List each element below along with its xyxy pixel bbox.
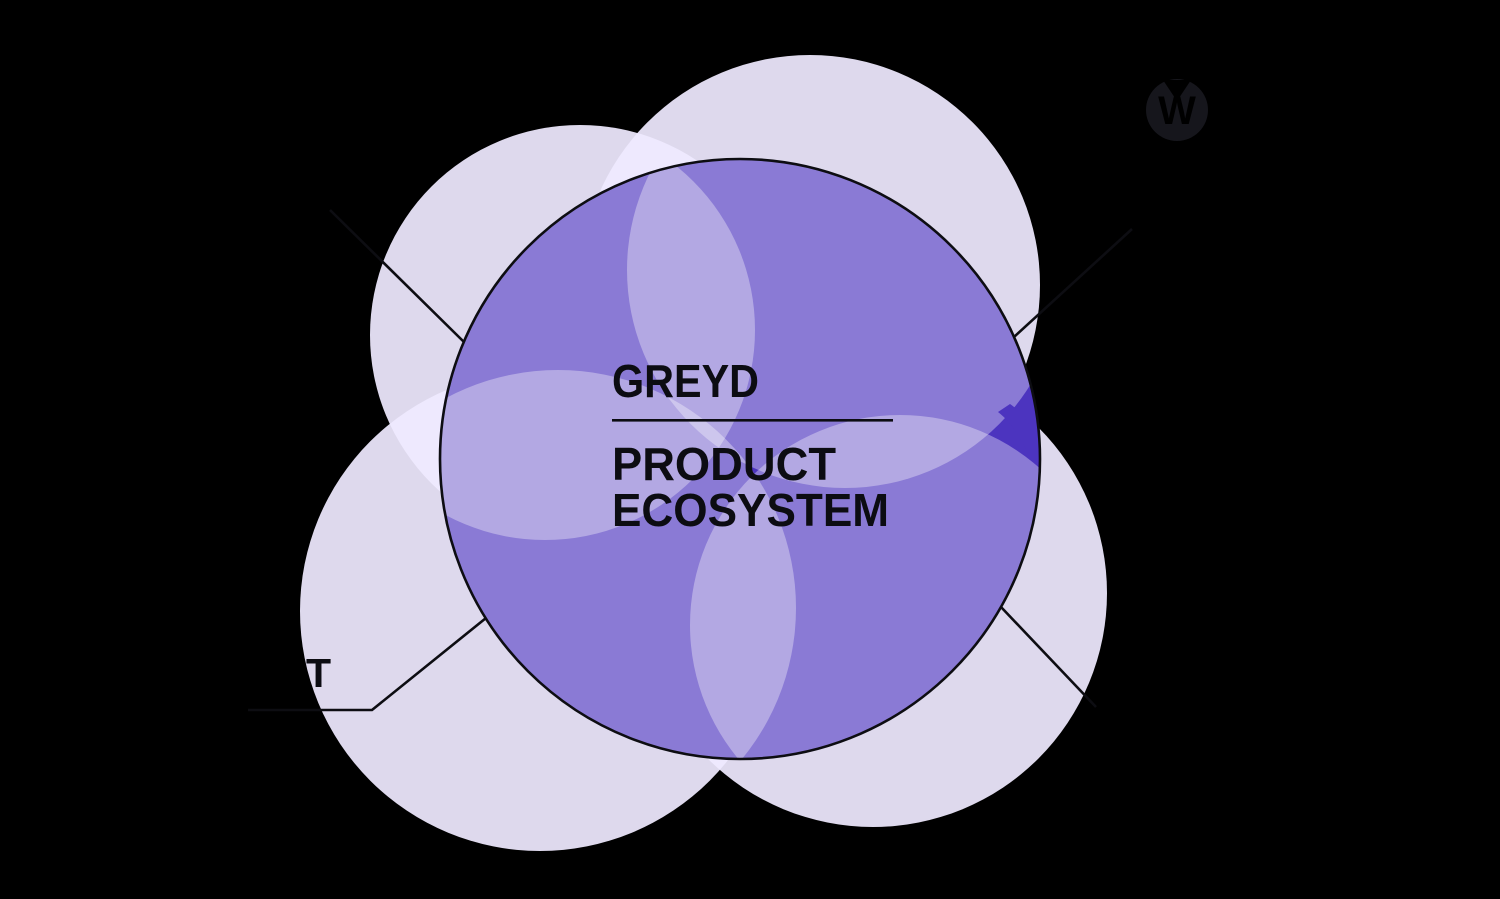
wordpress-icon: W [1146, 79, 1208, 141]
wordpress-w-glyph: W [1158, 89, 1196, 133]
brand-name: GREYD [612, 355, 759, 407]
connector-top-right [1013, 228, 1133, 338]
partial-hidden-label: T [306, 650, 331, 696]
connector-bottom-left [248, 616, 487, 712]
connector-top-left [329, 209, 465, 343]
connector-bottom-right [1000, 606, 1097, 708]
inner-lens-bottom-left [440, 370, 796, 759]
center-circle-base [440, 159, 1040, 759]
center-label: GREYD PRODUCT ECOSYSTEM [612, 355, 893, 536]
dark-overlap-sliver [998, 404, 1038, 454]
wordpress-disc [1146, 79, 1208, 141]
connector-lines [248, 209, 1133, 712]
label-line-product: PRODUCT [612, 438, 836, 490]
wordpress-top-notch-icon [1163, 80, 1191, 101]
label-line-ecosystem: ECOSYSTEM [612, 484, 889, 536]
inner-lens-top-left [440, 159, 755, 540]
center-circle-outline [438, 157, 1042, 761]
label-divider-line [612, 419, 893, 422]
